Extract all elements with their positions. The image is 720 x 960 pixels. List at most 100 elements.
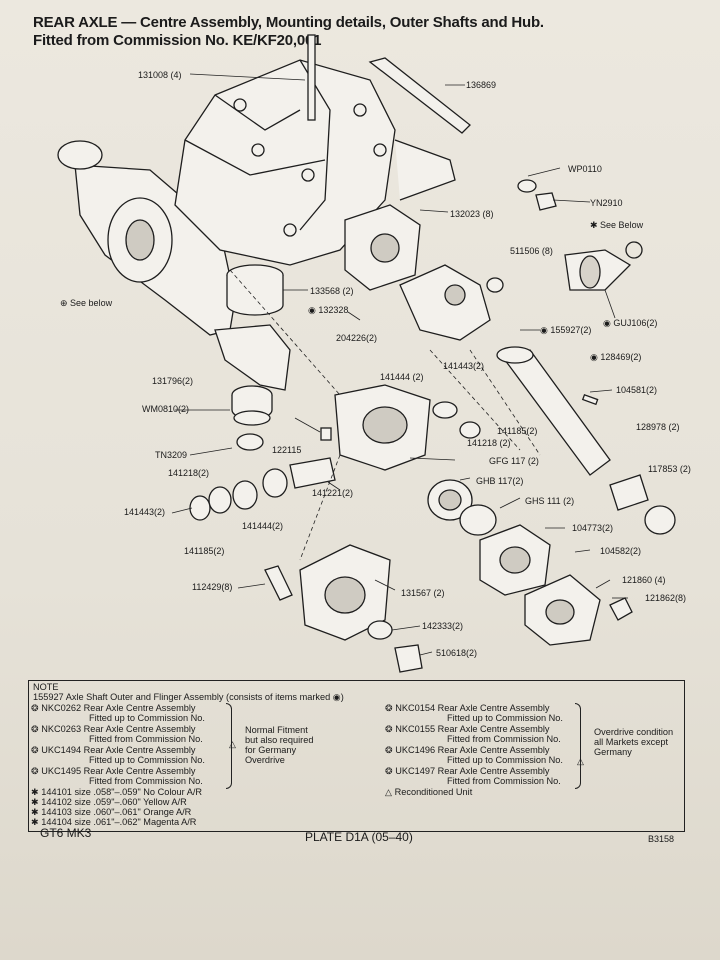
note-line: Fitted up to Commission No.: [447, 713, 563, 723]
note-line: Overdrive condition: [594, 727, 674, 737]
part-label: GHS 111 (2): [525, 496, 575, 506]
note-line: Fitted from Commission No.: [89, 776, 203, 786]
note-line: ❂ UKC1497 Rear Axle Centre Assembly: [385, 766, 550, 776]
seal-ghs111: [459, 504, 497, 536]
part-label: 141443(2): [443, 361, 485, 371]
part-label: GFG 117 (2): [489, 456, 539, 466]
triangle-icon: △: [229, 739, 237, 749]
bush-141218: [232, 480, 258, 510]
part-label: 104581(2): [616, 385, 658, 395]
part-label: 133568 (2): [310, 286, 354, 296]
part-label: 141185(2): [184, 546, 225, 556]
page-title: REAR AXLE — Centre Assembly, Mounting de…: [33, 14, 544, 31]
note-line: ✱ 144102 size .059"–.060" Yellow A/R: [31, 797, 187, 807]
washer-wm0810: [233, 410, 271, 426]
note-line: Overdrive: [245, 755, 285, 765]
note-panel: NOTE 155927 Axle Shaft Outer and Flinger…: [28, 680, 685, 832]
note-line: ❂ UKC1495 Rear Axle Centre Assembly: [31, 766, 196, 776]
part-label: GHB 117(2): [476, 476, 524, 486]
part-label: 142333(2): [422, 621, 464, 631]
page-subtitle: Fitted from Commission No. KE/KF20,001: [33, 32, 322, 49]
note-line: ❂ NKC0155 Rear Axle Centre Assembly: [385, 724, 550, 734]
hub-yoke: [399, 264, 491, 341]
part-label: 121860 (4): [622, 575, 666, 585]
bolt-112429: [264, 565, 293, 601]
washer-141443: [189, 495, 211, 521]
part-label: 131796(2): [152, 376, 194, 386]
part-label: 122115: [272, 445, 302, 455]
note-line: Fitted up to Commission No.: [89, 713, 205, 723]
model-label: GT6 MK3: [40, 826, 92, 840]
part-label: 117853 (2): [648, 464, 691, 474]
plate-label: PLATE D1A (05–40): [305, 830, 413, 844]
part-label: 141444(2): [242, 521, 284, 531]
part-label: WP0110: [568, 164, 602, 174]
part-label: 141444 (2): [380, 372, 424, 382]
nut-yn2910: [535, 192, 557, 211]
note-line: ✱ 144101 size .058"–.059" No Colour A/R: [31, 787, 203, 797]
note-line: Fitted from Commission No.: [447, 776, 561, 786]
part-label: 510618(2): [436, 648, 478, 658]
note-line: but also required: [245, 735, 314, 745]
sleeve-141221: [289, 457, 336, 489]
note-line: 155927 Axle Shaft Outer and Flinger Asse…: [33, 692, 344, 702]
part-label: 104582(2): [600, 546, 642, 556]
note-line: ✱ 144103 size .060"–.061" Orange A/R: [31, 807, 192, 817]
part-label: 112429(8): [192, 582, 233, 592]
note-line: ❂ UKC1496 Rear Axle Centre Assembly: [385, 745, 550, 755]
triangle-icon: △: [577, 756, 585, 766]
note-line: Fitted up to Commission No.: [89, 755, 205, 765]
nut-510618: [394, 644, 423, 673]
part-label: ⊕ See below: [60, 298, 113, 308]
part-label: 141221(2): [312, 488, 354, 498]
note-line: ❂ NKC0262 Rear Axle Centre Assembly: [31, 703, 196, 713]
part-label: ◉ GUJ106(2): [603, 318, 658, 328]
part-label: WM0810(2): [142, 404, 190, 414]
part-label: ✱ See Below: [590, 220, 644, 230]
part-label: ◉ 155927(2): [540, 325, 592, 335]
bearing-cup-128978: [609, 474, 649, 511]
part-label: 131008 (4): [138, 70, 182, 80]
part-label: 141218 (2): [467, 438, 511, 448]
brace: [575, 703, 581, 789]
note-line: Germany: [594, 747, 632, 757]
note-line: Fitted up to Commission No.: [447, 755, 563, 765]
bracket-tube-top: [57, 140, 103, 170]
part-label: 128978 (2): [636, 422, 680, 432]
note-line: for Germany: [245, 745, 297, 755]
note-line: ❂ NKC0154 Rear Axle Centre Assembly: [385, 703, 550, 713]
part-label: 131567 (2): [401, 588, 445, 598]
part-label: 511506 (8): [510, 246, 553, 256]
part-label: 141185(2): [497, 426, 538, 436]
part-label: 121862(8): [645, 593, 687, 603]
lower-strut: [214, 324, 291, 391]
exploded-diagram: [57, 34, 676, 673]
note-line: ❂ UKC1494 Rear Axle Centre Assembly: [31, 745, 196, 755]
nut-tn3209: [236, 433, 264, 451]
circlip: [625, 241, 643, 259]
part-label: 132023 (8): [450, 209, 494, 219]
long-bolt: [368, 57, 471, 134]
part-label: 136869: [466, 80, 497, 90]
washer-142333: [367, 620, 393, 640]
stud: [307, 34, 316, 121]
part-label: 104773(2): [572, 523, 614, 533]
note-line: △ Reconditioned Unit: [385, 787, 473, 797]
bolt-121862: [609, 597, 633, 621]
differential-housing: [174, 59, 396, 266]
note-line: Normal Fitment: [245, 725, 308, 735]
washer-141185: [208, 486, 232, 514]
note-line: Fitted from Commission No.: [89, 734, 203, 744]
part-label: 141218(2): [168, 468, 210, 478]
part-label: TN3209: [155, 450, 188, 460]
note-line: all Markets except: [594, 737, 669, 747]
note-line: ❂ NKC0263 Rear Axle Centre Assembly: [31, 724, 196, 734]
note-heading: NOTE: [33, 682, 59, 692]
drawing-code: B3158: [648, 834, 675, 844]
part-label: ◉ 132328: [308, 305, 349, 315]
part-label: YN2910: [590, 198, 623, 208]
washer-141444: [262, 468, 288, 498]
washer-wp0110: [517, 179, 537, 193]
note-line: Fitted from Commission No.: [447, 734, 561, 744]
